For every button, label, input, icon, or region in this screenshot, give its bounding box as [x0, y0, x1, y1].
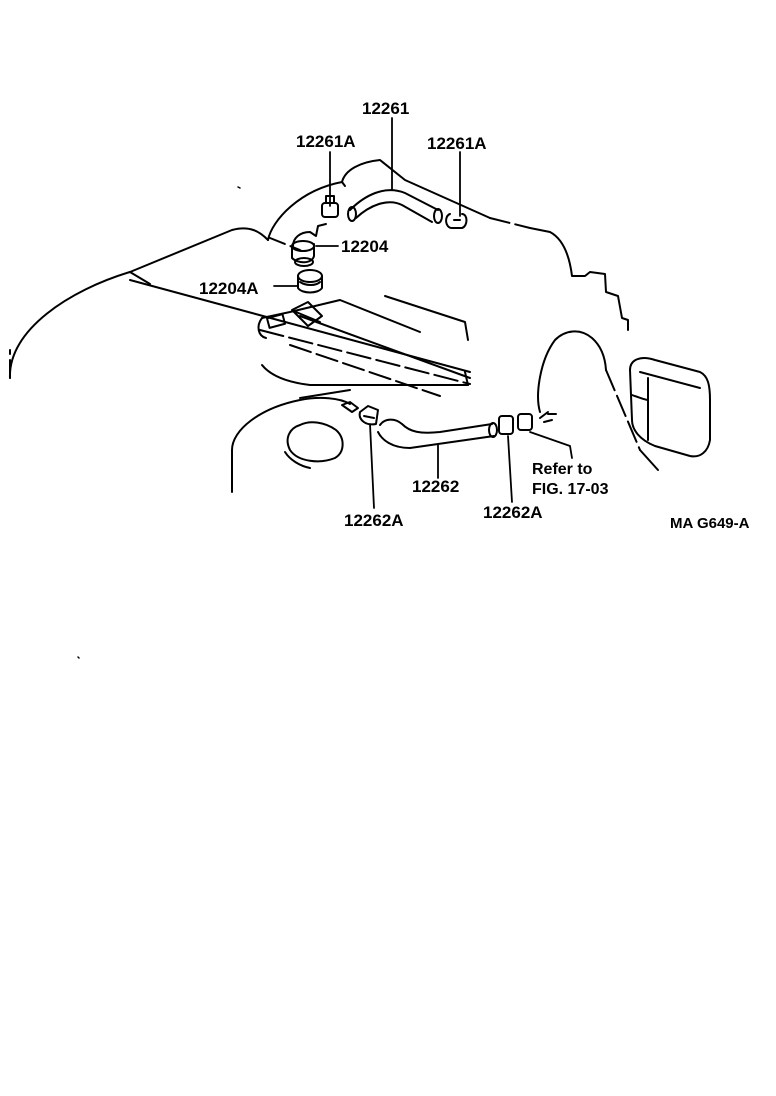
valve-cover-details	[257, 295, 471, 397]
label-clip-12261A-right: 12261A	[427, 134, 487, 153]
lower-clip-left	[358, 405, 379, 426]
refer-note-line1: Refer to	[532, 461, 593, 478]
grommet-12204A	[297, 269, 323, 294]
refer-note-line2: FIG. 17-03	[532, 481, 609, 498]
engine-block-outline	[231, 389, 351, 493]
label-clip-12262A-right: 12262A	[483, 503, 543, 522]
label-grommet-12204A: 12204A	[199, 279, 259, 298]
figure-code: MA G649-A	[670, 515, 750, 532]
lower-clip-right	[498, 411, 557, 435]
label-hose-12262: 12262	[412, 477, 460, 496]
label-clip-12262A-left: 12262A	[344, 511, 404, 530]
label-hose-12261: 12261	[362, 99, 410, 118]
lower-hose-12262	[341, 401, 498, 449]
cylinder-head-outline	[267, 159, 629, 331]
upper-hose-12261	[347, 189, 443, 224]
stray-marks	[77, 186, 241, 659]
leader-lines	[273, 117, 573, 509]
label-clip-12261A-left: 12261A	[296, 132, 356, 151]
label-pcv-valve-12204: 12204	[341, 237, 389, 256]
air-cleaner-outline	[537, 330, 711, 471]
engine-cover-outline	[8, 227, 471, 386]
pcv-valve-12204	[291, 223, 327, 267]
upper-clip-right	[445, 213, 468, 229]
